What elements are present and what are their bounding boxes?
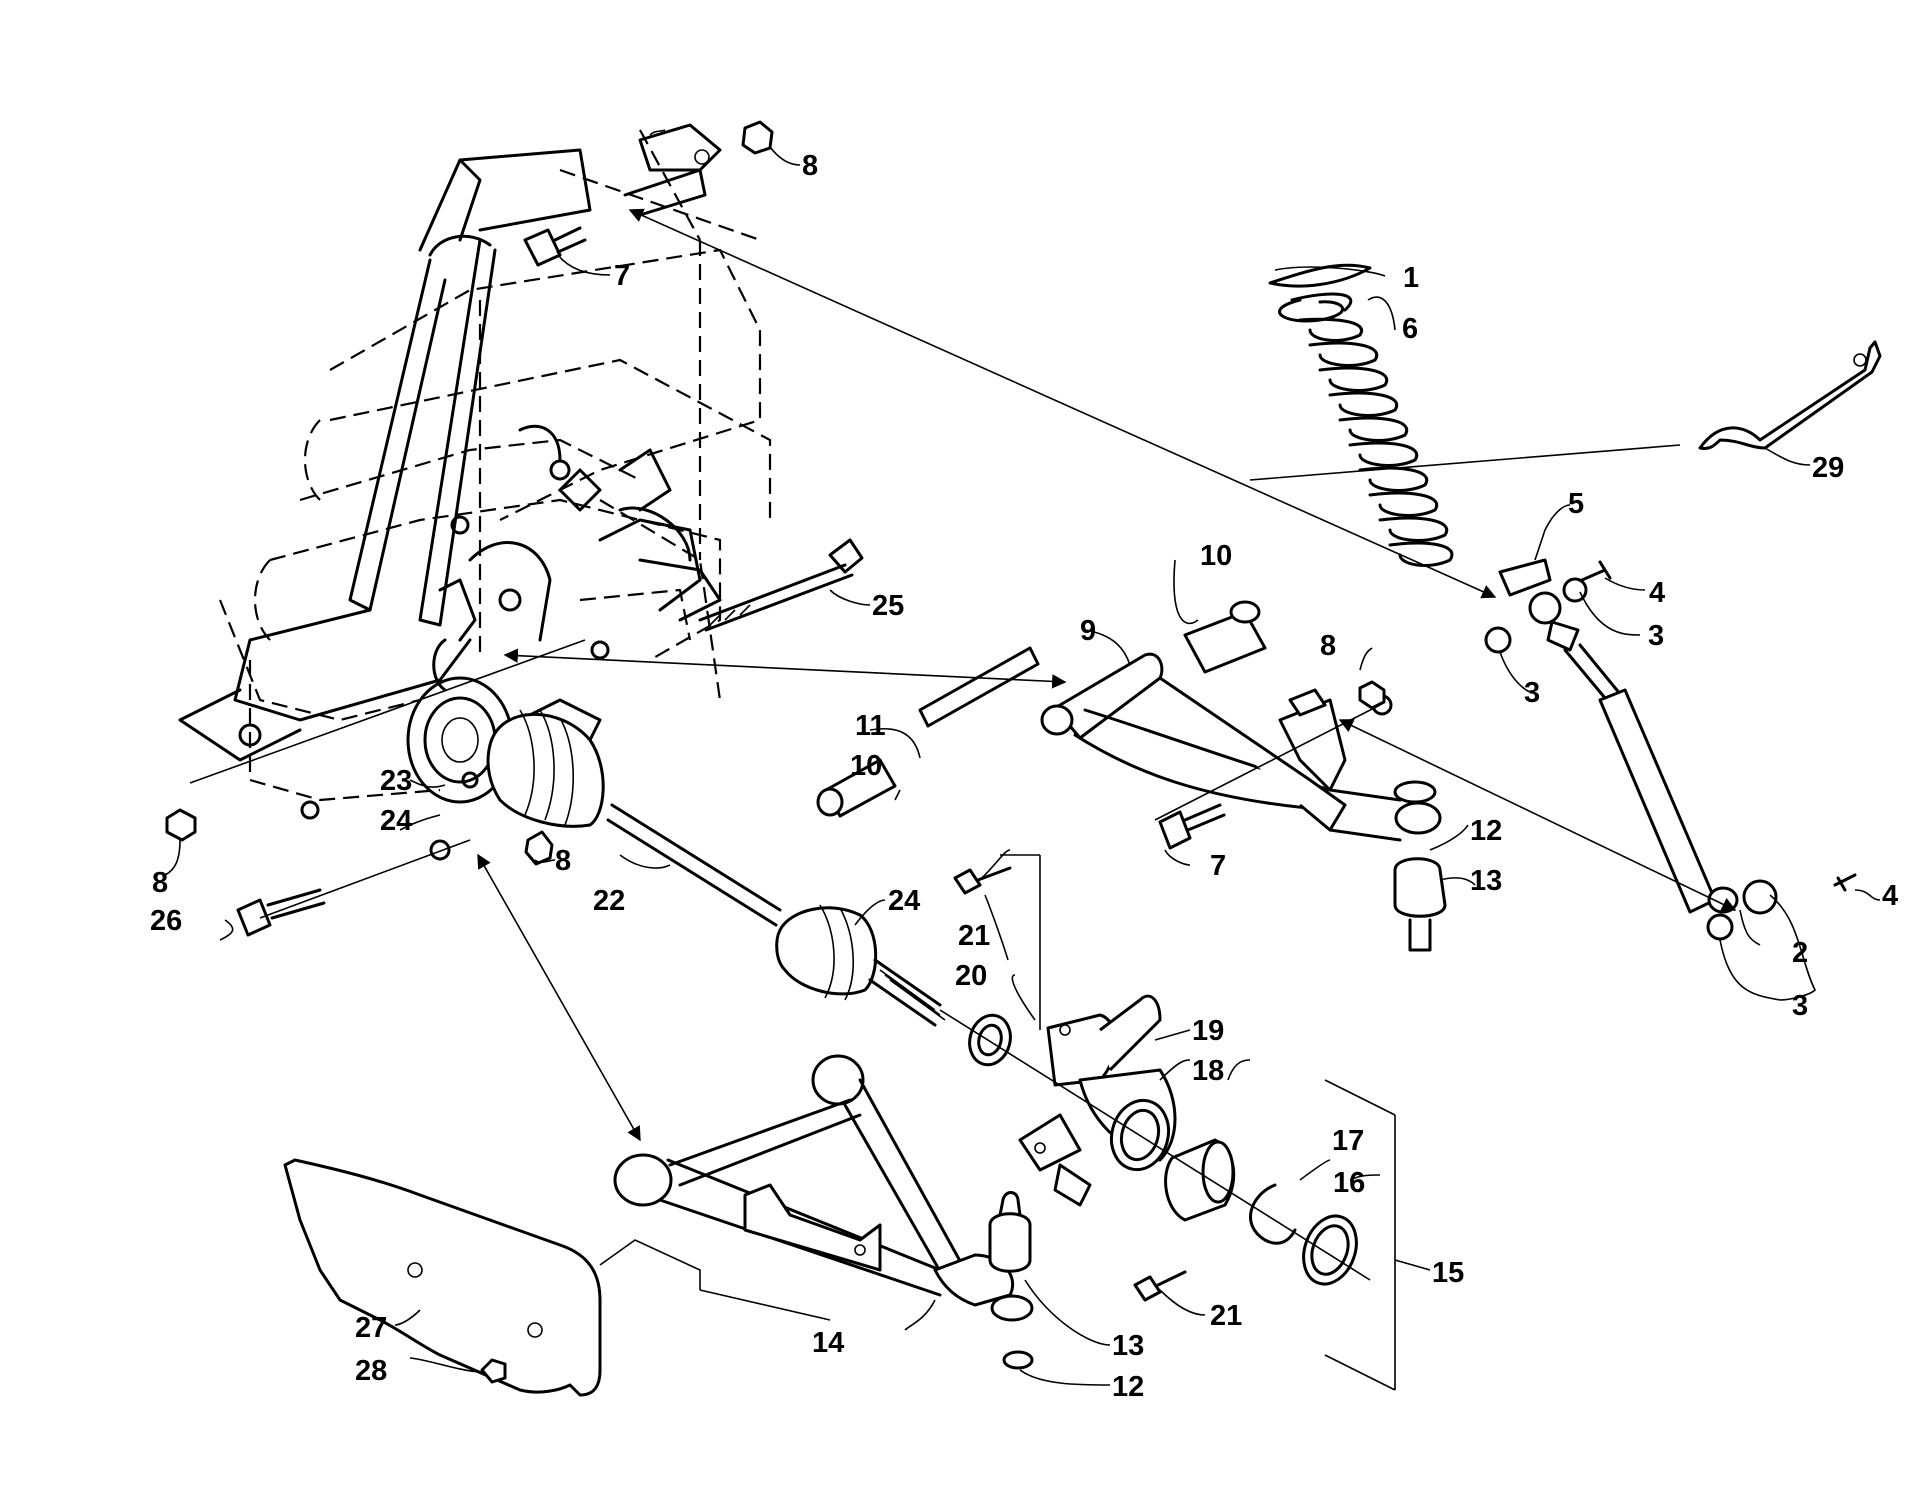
callout-21: 21 xyxy=(1210,1300,1242,1332)
callout-14: 14 xyxy=(812,1327,844,1359)
callout-3: 3 xyxy=(1792,990,1808,1022)
callout-7: 7 xyxy=(614,260,630,292)
callout-5: 5 xyxy=(1568,488,1584,520)
axle-spline xyxy=(879,969,946,1021)
coil-spring xyxy=(1268,263,1454,567)
callout-17: 17 xyxy=(1332,1125,1364,1157)
callout-21: 21 xyxy=(958,920,990,952)
callout-3: 3 xyxy=(1524,677,1540,709)
callout-3: 3 xyxy=(1648,620,1664,652)
callout-7: 7 xyxy=(1210,850,1226,882)
callout-4: 4 xyxy=(1882,880,1898,912)
shock-hardware xyxy=(1484,560,1857,941)
callout-numbers: 1 6 29 5 4 3 3 8 7 10 9 8 25 11 10 12 7 … xyxy=(150,150,1898,1403)
hub-seal xyxy=(1302,1214,1358,1286)
callout-28: 28 xyxy=(355,1355,387,1387)
pivot-bolt-upper xyxy=(523,226,587,267)
callout-19: 19 xyxy=(1192,1015,1224,1047)
callout-24: 24 xyxy=(380,805,412,837)
lower-ball-joint xyxy=(988,1191,1034,1370)
spring-retainer xyxy=(1498,558,1552,597)
callout-13: 13 xyxy=(1470,865,1502,897)
callout-20: 20 xyxy=(955,960,987,992)
callout-1: 1 xyxy=(1403,262,1419,294)
callout-22: 22 xyxy=(593,885,625,917)
callout-8: 8 xyxy=(555,845,571,877)
pivot-bolt-lower xyxy=(236,888,326,937)
callout-8: 8 xyxy=(802,150,818,182)
callout-8: 8 xyxy=(152,867,168,899)
frame-tubes xyxy=(178,148,702,861)
callout-10: 10 xyxy=(1200,540,1232,572)
upper-arm-bolt xyxy=(1158,694,1393,850)
snap-ring xyxy=(1249,1183,1297,1245)
callout-13: 13 xyxy=(1112,1330,1144,1362)
knuckle-bolts xyxy=(953,866,1187,1302)
callout-12: 12 xyxy=(1112,1371,1144,1403)
callout-10: 10 xyxy=(850,750,882,782)
callout-27: 27 xyxy=(355,1312,387,1344)
lower-a-arm xyxy=(613,1054,1034,1322)
callout-25: 25 xyxy=(872,590,904,622)
callout-6: 6 xyxy=(1402,313,1418,345)
callout-24: 24 xyxy=(888,885,920,917)
upper-a-arm xyxy=(1040,652,1442,842)
assembly-arrows xyxy=(189,208,1737,1281)
callout-26: 26 xyxy=(150,905,182,937)
callout-16: 16 xyxy=(1333,1167,1365,1199)
drive-axle xyxy=(486,709,942,1027)
callout-29: 29 xyxy=(1812,452,1844,484)
wheel-bearing xyxy=(1164,1138,1236,1222)
callout-15: 15 xyxy=(1432,1257,1464,1289)
knuckle-seal xyxy=(968,1013,1012,1067)
skid-plate xyxy=(283,1158,602,1397)
chassis-frame xyxy=(218,129,772,802)
callout-18: 18 xyxy=(1192,1055,1224,1087)
callout-4: 4 xyxy=(1649,577,1665,609)
callout-9: 9 xyxy=(1080,615,1096,647)
callout-12: 12 xyxy=(1470,815,1502,847)
callout-8: 8 xyxy=(1320,630,1336,662)
callout-23: 23 xyxy=(380,765,412,797)
upper-a-arm-bolt-long xyxy=(698,538,864,632)
leader-lines xyxy=(164,146,1881,1391)
callout-2: 2 xyxy=(1792,937,1808,969)
frame-nuts xyxy=(165,120,1386,866)
spanner-wrench xyxy=(1698,340,1882,450)
callout-11: 11 xyxy=(855,710,886,742)
upper-mount-bracket xyxy=(623,123,722,217)
steering-knuckle xyxy=(1018,994,1177,1207)
